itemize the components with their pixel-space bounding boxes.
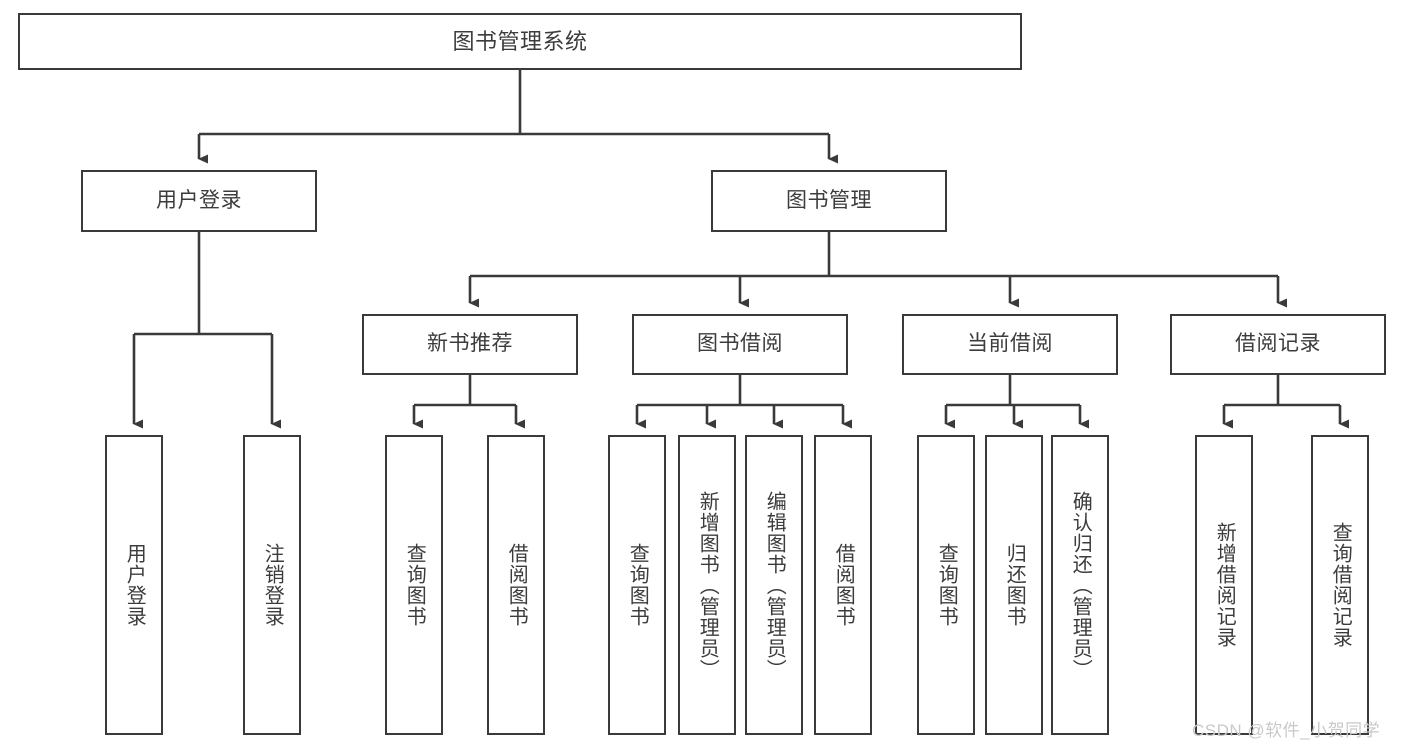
- node-leaf-cb-confirm[interactable]: 确认归还（管理员）: [1051, 435, 1109, 735]
- node-leaf-cb-query[interactable]: 查询图书: [917, 435, 975, 735]
- node-label: 编辑图书（管理员）: [763, 490, 786, 680]
- node-leaf-user-logout[interactable]: 注销登录: [243, 435, 301, 735]
- node-leaf-cb-return[interactable]: 归还图书: [985, 435, 1043, 735]
- node-label: 图书借阅: [697, 332, 783, 356]
- node-label: 查询图书: [626, 543, 649, 627]
- node-label: 新增图书（管理员）: [696, 490, 719, 680]
- node-label: 归还图书: [1003, 543, 1026, 627]
- node-label: 借阅图书: [832, 543, 855, 627]
- node-new-book-rec[interactable]: 新书推荐: [362, 314, 578, 375]
- node-leaf-rec-borrow[interactable]: 借阅图书: [487, 435, 545, 735]
- node-current-borrow[interactable]: 当前借阅: [902, 314, 1118, 375]
- node-label: 新增借阅记录: [1213, 522, 1236, 648]
- node-leaf-bb-add[interactable]: 新增图书（管理员）: [678, 435, 736, 735]
- node-leaf-bb-query[interactable]: 查询图书: [608, 435, 666, 735]
- node-leaf-rec-query[interactable]: 查询图书: [385, 435, 443, 735]
- node-label: 查询图书: [935, 543, 958, 627]
- node-user-login[interactable]: 用户登录: [81, 170, 317, 232]
- node-leaf-br-add[interactable]: 新增借阅记录: [1195, 435, 1253, 735]
- node-label: 用户登录: [156, 188, 242, 212]
- node-book-manage[interactable]: 图书管理: [711, 170, 947, 232]
- node-leaf-user-login[interactable]: 用户登录: [105, 435, 163, 735]
- node-label: 确认归还（管理员）: [1069, 490, 1092, 680]
- node-leaf-br-query[interactable]: 查询借阅记录: [1311, 435, 1369, 735]
- node-book-borrow[interactable]: 图书借阅: [632, 314, 848, 375]
- node-label: 查询借阅记录: [1329, 522, 1352, 648]
- node-label: 借阅记录: [1235, 332, 1321, 356]
- node-label: 用户登录: [123, 543, 146, 627]
- node-leaf-bb-borrow[interactable]: 借阅图书: [814, 435, 872, 735]
- node-label: 查询图书: [403, 543, 426, 627]
- node-borrow-record[interactable]: 借阅记录: [1170, 314, 1386, 375]
- node-label: 图书管理系统: [452, 28, 588, 54]
- node-root[interactable]: 图书管理系统: [18, 13, 1022, 70]
- node-label: 新书推荐: [427, 332, 513, 356]
- node-label: 图书管理: [786, 188, 872, 212]
- node-label: 借阅图书: [505, 543, 528, 627]
- node-label: 注销登录: [261, 543, 284, 627]
- csdn-watermark: CSDN @软件_小贺同学: [1192, 721, 1381, 740]
- node-leaf-bb-edit[interactable]: 编辑图书（管理员）: [745, 435, 803, 735]
- node-label: 当前借阅: [967, 332, 1053, 356]
